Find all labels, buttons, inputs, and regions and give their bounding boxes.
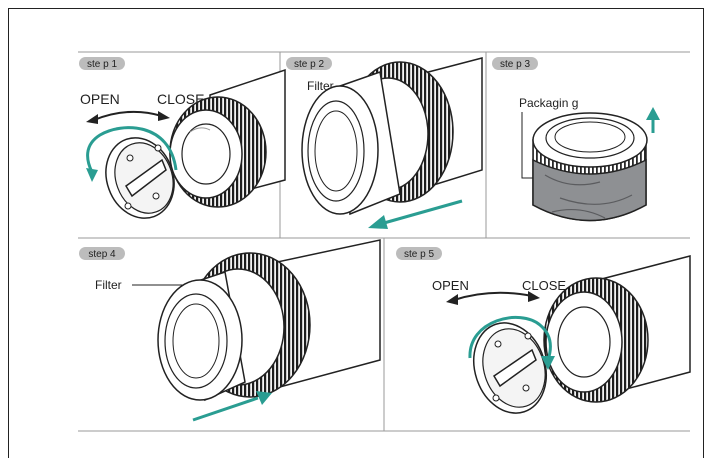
step-5-panel: ste p 5 OPEN CLOSE bbox=[396, 247, 691, 414]
step-badge: step 4 bbox=[79, 247, 125, 260]
step-badge: ste p 2 bbox=[286, 57, 332, 70]
step-2-panel: ste p 2 Filter bbox=[286, 57, 483, 229]
step-badge-label: ste p 1 bbox=[87, 59, 117, 70]
step-badge-label: step 4 bbox=[88, 249, 116, 260]
circular-arrow-icon bbox=[468, 316, 555, 370]
step-badge: ste p 3 bbox=[492, 57, 538, 70]
step-1-panel: ste p 1 OPEN CLOSE bbox=[79, 57, 286, 219]
step-badge: ste p 5 bbox=[396, 247, 442, 260]
packaging-label: Packagin g bbox=[519, 96, 578, 110]
up-arrow-icon bbox=[646, 107, 660, 133]
step-4-panel: step 4 Filter bbox=[79, 239, 381, 422]
filter-label: Filter bbox=[95, 278, 122, 292]
double-arrow-icon bbox=[86, 110, 170, 124]
close-label: CLOSE bbox=[522, 278, 566, 293]
purifier-body bbox=[169, 68, 286, 208]
bottom-cap bbox=[473, 322, 547, 414]
open-label: OPEN bbox=[80, 91, 120, 107]
wrapped-filter bbox=[532, 112, 648, 222]
step-badge-label: ste p 3 bbox=[500, 59, 530, 70]
panel-grid bbox=[78, 51, 690, 432]
push-arrow-icon bbox=[368, 199, 463, 229]
step-badge-label: ste p 2 bbox=[294, 59, 324, 70]
purifier-body bbox=[543, 255, 691, 403]
push-arrow-icon bbox=[192, 391, 272, 422]
open-label: OPEN bbox=[432, 278, 469, 293]
step-badge: ste p 1 bbox=[79, 57, 125, 70]
filter-cartridge bbox=[301, 70, 401, 216]
step-3-panel: ste p 3 Packagin g bbox=[492, 57, 660, 222]
step-badge-label: ste p 5 bbox=[404, 249, 434, 260]
close-label: CLOSE bbox=[157, 91, 204, 107]
filter-cartridge bbox=[157, 271, 246, 402]
double-arrow-icon bbox=[446, 291, 540, 305]
circular-arrow-icon bbox=[86, 126, 178, 182]
bottom-cap bbox=[105, 137, 175, 219]
